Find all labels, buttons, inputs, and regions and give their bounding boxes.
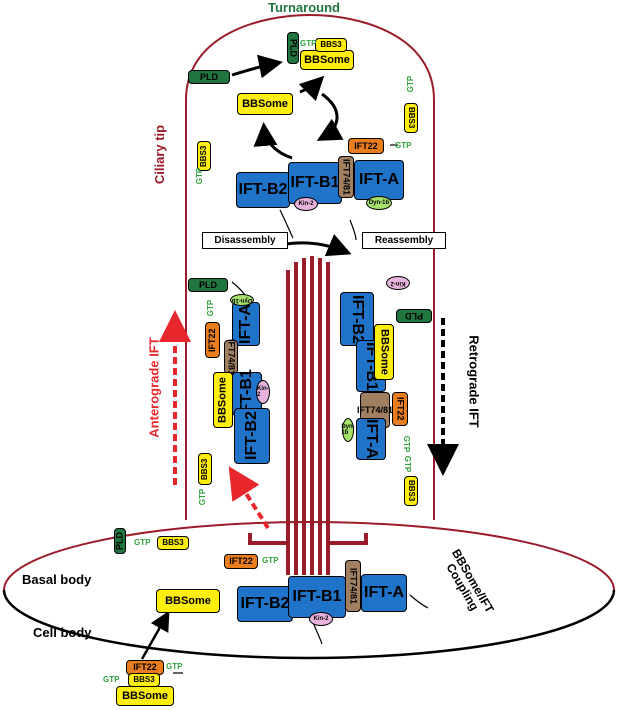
gtp-turnaround-top: GTP: [300, 39, 317, 48]
kinesin-tip: Kin-2: [294, 197, 318, 211]
cell-body-upper: [3, 521, 615, 591]
gtp-right-wall: GTP: [406, 75, 416, 93]
ift22-anterograde: IFT22: [205, 322, 220, 358]
bbs3-retrograde-wall: BBS3: [404, 476, 418, 506]
gtp-retrograde-wall: GTP: [403, 455, 413, 473]
ciliary-tip-label: Ciliary tip: [152, 124, 168, 185]
ift-b2-basal: IFT-B2: [237, 586, 293, 622]
ift74-81-basal: IFT74/81: [345, 560, 361, 612]
bbsome-turnaround-left: BBSome: [237, 93, 293, 115]
pld-turnaround-left: PLD: [188, 70, 230, 84]
ift-a-tip: IFT-A: [354, 160, 404, 200]
cellbody-entry-arrow: [140, 610, 170, 660]
basal-entry-arrow: [228, 466, 270, 530]
ift74-81-anterograde: IFT74/81: [224, 339, 238, 375]
cilium-membrane: [185, 13, 435, 520]
dynein-retrograde: Dyn-1b: [341, 418, 355, 442]
ift-a-basal: IFT-A: [361, 574, 407, 612]
pld-retrograde: PLD: [396, 309, 432, 323]
cell-body-lower: [2, 589, 616, 660]
pld-basal: PLD: [114, 528, 126, 554]
gtp-basal-ift22: GTP: [262, 556, 279, 565]
dynein-anterograde: Dyn-1b: [230, 294, 254, 306]
ift-b1-basal: IFT-B1: [288, 576, 346, 618]
ift22-tip: IFT22: [348, 138, 384, 154]
ift22-retrograde: IFT22: [392, 392, 408, 426]
bbsome-cellbody: BBSome: [116, 686, 174, 706]
kinesin-free: Kin-2: [386, 276, 410, 290]
dynein-tip: Dyn-1b: [366, 196, 392, 210]
bbsome-turnaround-top: BBSome: [300, 50, 354, 70]
ift-b2-retrograde: IFT-B2: [340, 292, 374, 346]
turnaround-arrows: [231, 54, 352, 257]
cell-body-label: Cell body: [33, 625, 92, 640]
retrograde-label: Retrograde IFT: [466, 335, 482, 428]
gtp-retrograde-mid: GTP: [402, 435, 412, 453]
disassembly-box: Disassembly: [202, 232, 288, 249]
gtp-basal-bbs3: GTP: [134, 538, 151, 547]
ift22-basal: IFT22: [224, 554, 258, 569]
basal-body-label: Basal body: [22, 572, 92, 587]
gtp-tip: GTP: [395, 141, 412, 150]
bbsome-retrograde: BBSome: [374, 324, 394, 380]
gtp-cellbody-bbs3: GTP: [103, 675, 120, 684]
axoneme: [248, 256, 368, 575]
gtp-anterograde-top: GTP: [206, 299, 216, 317]
gtp-left-wall: GTP: [195, 167, 205, 185]
bbs3-left-wall: BBS3: [197, 141, 211, 171]
ift-b2-anterograde: IFT-B2: [234, 408, 270, 464]
bbs3-turnaround-top: BBS3: [315, 38, 347, 52]
bbsome-basal: BBSome: [156, 589, 220, 613]
bbs3-anterograde-wall: BBS3: [198, 453, 212, 485]
ift74-81-tip: IFT74/81: [338, 156, 354, 198]
bbs3-basal: BBS3: [157, 536, 189, 550]
ift-b1-tip: IFT-B1: [288, 162, 342, 204]
kinesin-basal: Kin-2: [309, 612, 333, 626]
bbs3-right-wall: BBS3: [404, 103, 418, 133]
reassembly-box: Reassembly: [362, 232, 446, 249]
turnaround-label: Turnaround: [268, 0, 340, 15]
gtp-anterograde-wall: GTP: [198, 488, 208, 506]
ift-a-retrograde: IFT-A: [356, 418, 386, 460]
ift-b2-tip: IFT-B2: [236, 172, 290, 208]
kinesin-anterograde: Kin-2: [256, 380, 270, 404]
pld-anterograde: PLD: [188, 278, 228, 292]
bbs3-cellbody: BBS3: [128, 673, 160, 687]
anterograde-label: Anterograde IFT: [146, 337, 162, 438]
gtp-cellbody-ift22: GTP: [166, 662, 183, 671]
bbsome-anterograde: BBSome: [213, 372, 233, 428]
pld-turnaround-top: PLD: [287, 32, 299, 64]
